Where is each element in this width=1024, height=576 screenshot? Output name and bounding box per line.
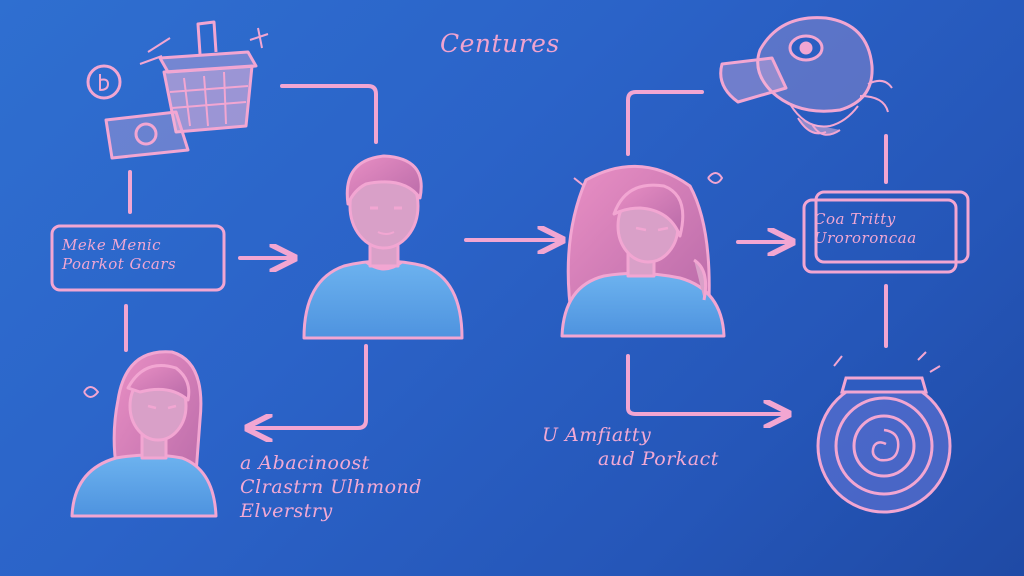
left-box-label: Meke Menic Poarkot Gcars <box>62 236 176 274</box>
arrow-man-down-to-left <box>250 344 368 428</box>
connector-top-left <box>280 84 378 144</box>
caption-middle: U Amfiatty aud Porkact <box>542 424 719 472</box>
basket-illustration <box>86 20 269 160</box>
caption-bottom-left-line-2: Clrastrn Ulhmond <box>240 475 422 498</box>
diagram-title: Centures <box>440 29 560 58</box>
connector-woman-up <box>626 90 704 156</box>
right-box-line-1: Coa Tritty <box>814 210 896 228</box>
connectors <box>124 84 888 428</box>
woman-figure <box>560 164 726 338</box>
device-illustration <box>816 351 952 514</box>
bird-illustration <box>719 16 893 136</box>
right-box-line-2: Urororoncaa <box>814 228 917 247</box>
right-box-label: Coa Tritty Urororoncaa <box>814 210 917 248</box>
man-figure <box>302 154 464 340</box>
caption-bottom-left: a Abacinoost Clrastrn Ulhmond Elverstry <box>240 452 422 523</box>
left-box-line-2: Poarkot Gcars <box>62 254 177 273</box>
left-label-box <box>50 224 226 292</box>
arrow-woman-down-to-right <box>626 354 786 414</box>
caption-bottom-left-line-3: Elverstry <box>240 499 333 522</box>
caption-middle-line-1: U Amfiatty <box>542 424 652 446</box>
caption-middle-line-2: aud Porkact <box>598 447 719 470</box>
coin-icon <box>86 64 122 100</box>
girl-figure <box>70 350 218 518</box>
caption-bottom-left-line-1: a Abacinoost <box>240 452 370 474</box>
left-box-line-1: Meke Menic <box>62 236 162 254</box>
right-label-box <box>802 190 970 274</box>
